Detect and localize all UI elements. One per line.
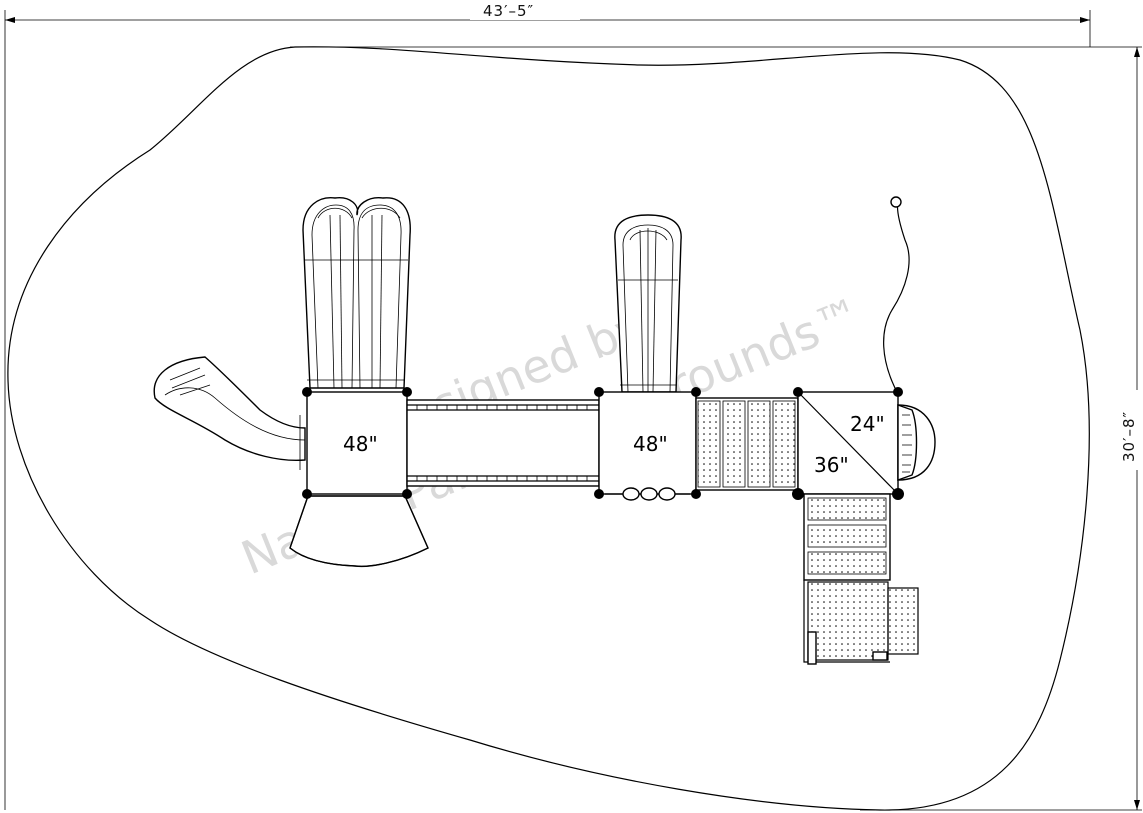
post	[792, 488, 804, 500]
post	[594, 387, 604, 397]
deck-middle-label: 48"	[633, 432, 668, 456]
post	[892, 488, 904, 500]
bridge	[406, 399, 600, 487]
height-dimension: 30′–8″	[290, 46, 1142, 811]
post	[302, 387, 312, 397]
safety-zone-outline	[7, 46, 1090, 811]
squiggle-climber	[883, 201, 910, 395]
landing-platform	[803, 580, 919, 665]
deck-small-label: 24"	[850, 412, 885, 436]
deck-left: 48"	[306, 391, 408, 495]
post	[691, 489, 701, 499]
squiggle-climber-top	[890, 196, 902, 208]
deck-right: 24" 36"	[797, 391, 899, 495]
post	[793, 387, 803, 397]
staircase	[803, 493, 891, 581]
double-slide	[302, 197, 411, 389]
post	[691, 387, 701, 397]
steering-wheels	[605, 487, 690, 501]
deck-posts	[302, 387, 904, 500]
deck-left-label: 48"	[343, 432, 378, 456]
post	[594, 489, 604, 499]
post	[402, 387, 412, 397]
deck-mid-small-label: 36"	[814, 453, 849, 477]
post	[893, 387, 903, 397]
width-dimension-label: 43′–5″	[483, 2, 534, 20]
single-slide	[614, 214, 682, 393]
deck-middle: 48"	[598, 391, 697, 501]
post	[302, 489, 312, 499]
post	[402, 489, 412, 499]
height-dimension-label: 30′–8″	[1120, 411, 1138, 462]
curved-slide	[153, 356, 306, 470]
bubble-panel	[897, 404, 936, 481]
step-platform	[695, 397, 799, 491]
width-dimension: 43′–5″	[4, 2, 1091, 810]
rock-climber	[289, 495, 429, 568]
